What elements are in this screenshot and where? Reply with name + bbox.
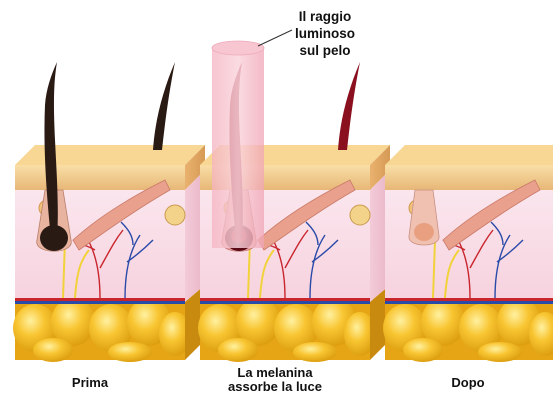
light-beam-callout: Il raggio luminoso sul pelo [280,8,370,59]
sweat-gland [350,205,370,225]
fat-layer [13,298,191,362]
sweat-gland [165,205,185,225]
light-beam [212,41,264,248]
skin-surface [385,145,553,165]
surface-hair [153,62,175,150]
caption-before: Prima [40,376,140,390]
callout-line-1: Il raggio [280,8,370,25]
caption-after: Dopo [418,376,518,390]
blood-vessel-band [15,298,185,301]
skin-block-during [198,41,390,362]
caption-middle: La melanina assorbe la luce [205,366,345,394]
skin-block-before [13,62,205,362]
fat-layer [198,298,376,362]
skin-surface [15,145,205,165]
callout-line-3: sul pelo [280,42,370,59]
skin-block-after [383,145,553,362]
empty-follicle-bulb [414,223,434,241]
callout-line-2: luminoso [280,25,370,42]
caption-middle-line-1: La melanina [205,366,345,380]
surface-hair [338,62,360,150]
fat-layer [383,298,553,362]
caption-middle-line-2: assorbe la luce [205,380,345,394]
blood-vessel-band [385,298,553,301]
blood-vessel-band [200,298,370,301]
